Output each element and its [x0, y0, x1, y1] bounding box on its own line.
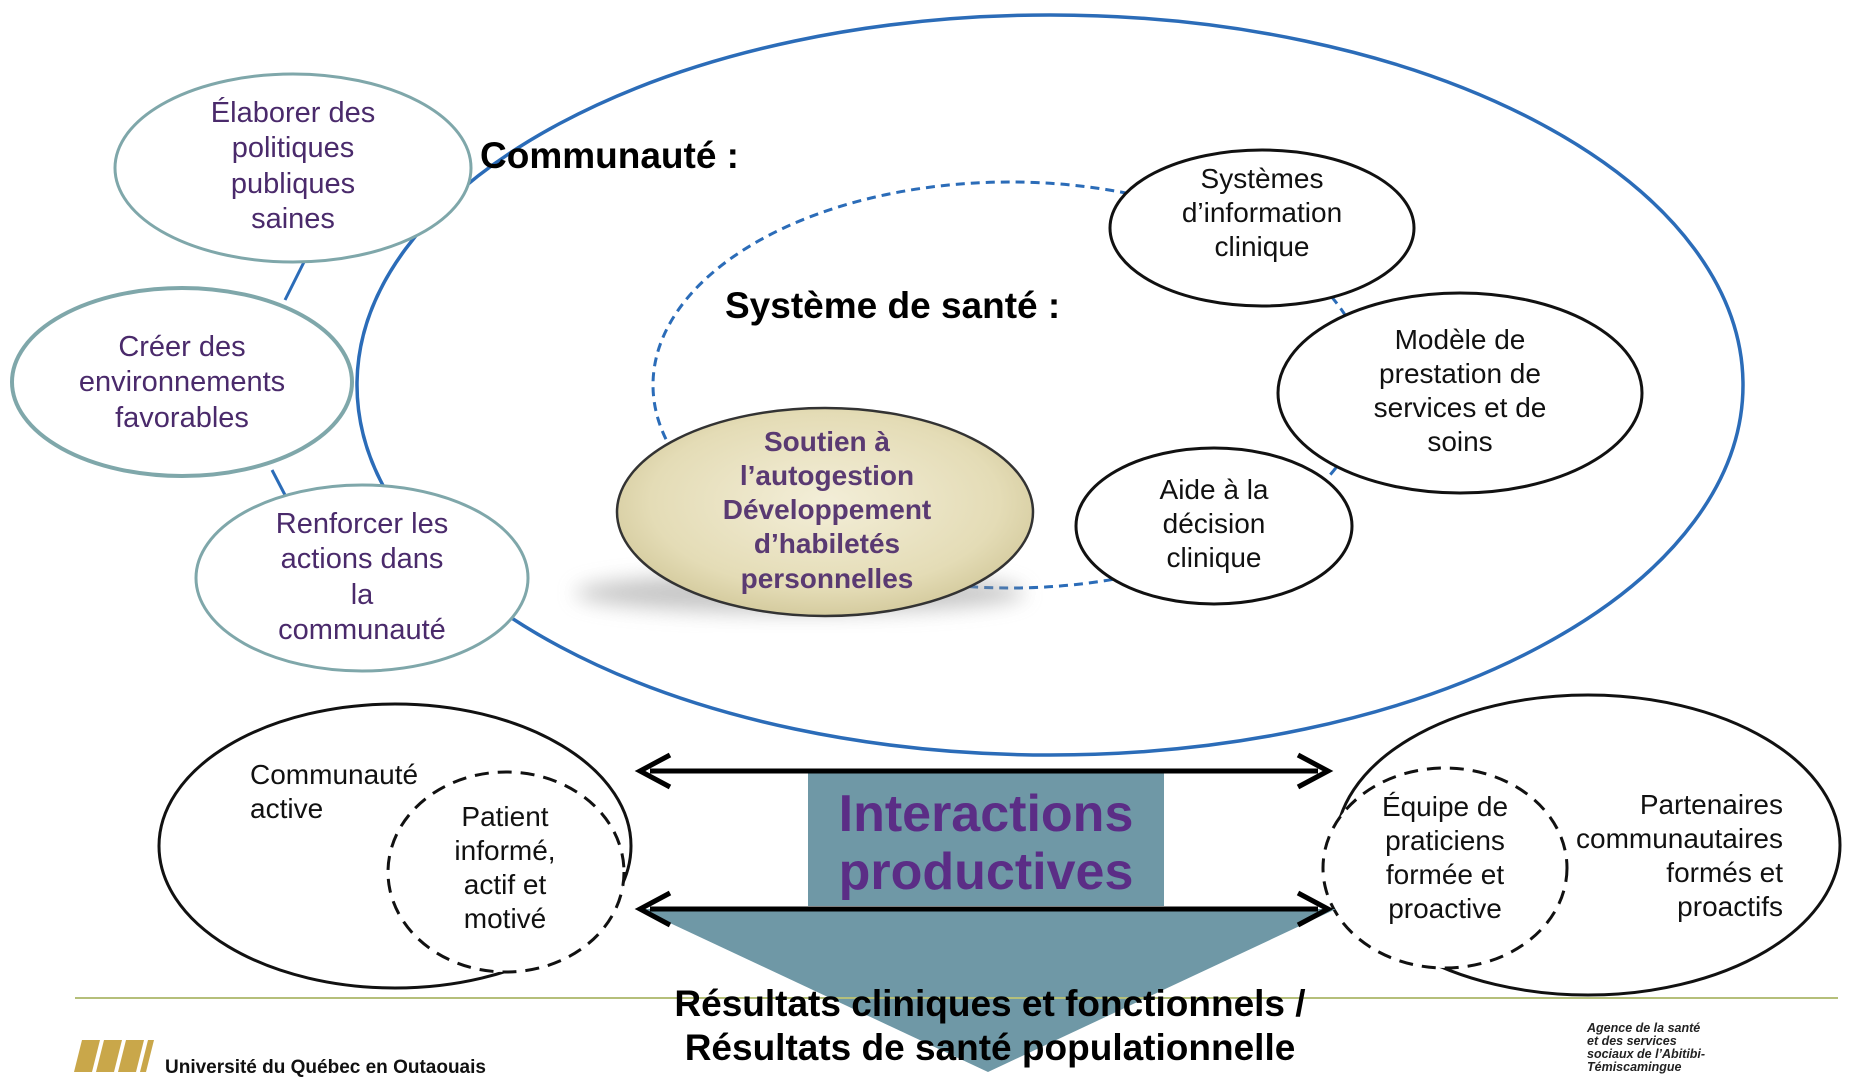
community-ellipse — [355, 13, 1745, 757]
community-heading: Communauté : — [480, 135, 739, 176]
health-system-heading: Système de santé : — [725, 285, 1061, 326]
system-component-ellipse — [1108, 148, 1416, 308]
self-management-ellipse — [615, 406, 1035, 618]
results-arrow — [640, 909, 1336, 1072]
team-ellipse — [1321, 766, 1569, 970]
university-name: Université du Québec en Outaouais — [165, 1057, 486, 1078]
system-component-ellipse — [1276, 291, 1644, 495]
interaction-arrow-top — [634, 752, 1334, 790]
connector-line — [270, 469, 287, 496]
community-action-ellipse — [10, 286, 354, 478]
community-action-ellipse — [113, 72, 473, 264]
interaction-arrow-bottom — [634, 890, 1334, 928]
system-component-ellipse — [1074, 446, 1354, 606]
university-logo — [74, 1040, 154, 1072]
results-label: Résultats cliniques et fonctionnels /Rés… — [674, 983, 1306, 1069]
connector-line — [283, 259, 307, 301]
community-action-ellipse — [194, 483, 530, 673]
interactions-box — [808, 771, 1164, 906]
patient-ellipse — [386, 770, 626, 974]
